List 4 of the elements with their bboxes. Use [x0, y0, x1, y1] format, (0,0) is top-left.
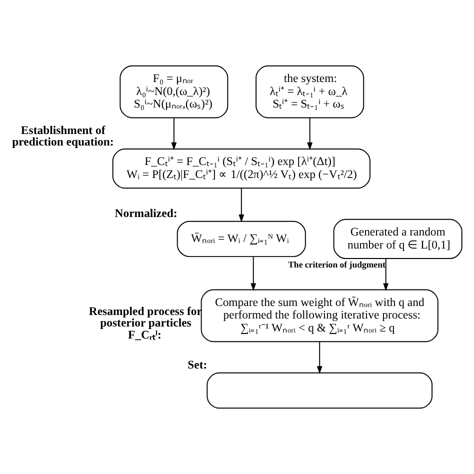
node-label: Set:: [188, 358, 208, 372]
node-label: Establishment of prediction equation:: [12, 124, 114, 149]
edge-label: The criterion of judgment: [288, 260, 386, 270]
node-label: Normalized:: [114, 207, 178, 220]
